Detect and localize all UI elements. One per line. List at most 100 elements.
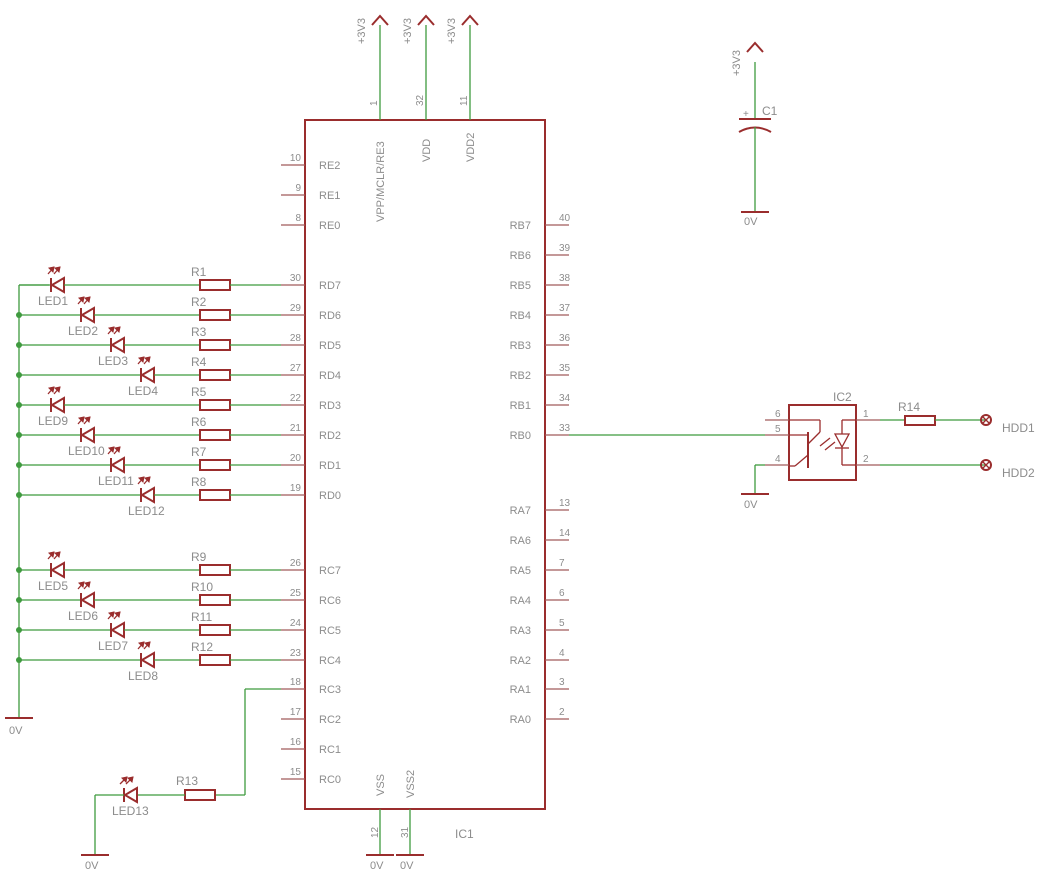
resistor-r13[interactable] — [184, 789, 216, 801]
capacitor-c1[interactable]: +3V3 + C1 0V — [731, 41, 778, 228]
led13-diode[interactable] — [119, 776, 138, 804]
led-label: LED4 — [128, 384, 158, 398]
resistor-label: R12 — [191, 640, 213, 654]
led-diode-led10[interactable] — [77, 416, 95, 444]
pin-number: 23 — [290, 648, 302, 659]
resistor-r2[interactable] — [199, 309, 231, 321]
led-diode-led5[interactable] — [47, 551, 65, 579]
resistor-r5[interactable] — [199, 399, 231, 411]
led-diode-led9[interactable] — [47, 386, 65, 414]
resistor-r12[interactable] — [199, 654, 231, 666]
junction-dot — [16, 627, 22, 633]
led-diode-led4[interactable] — [137, 356, 155, 384]
led-diode-led2[interactable] — [77, 296, 95, 324]
pin-number: 11 — [459, 95, 470, 106]
led-diode-led7[interactable] — [107, 611, 125, 639]
junction-dot — [16, 432, 22, 438]
pin-name: RB7 — [510, 220, 531, 232]
internal-led-icon — [833, 433, 851, 449]
ic2-name: IC2 — [833, 390, 852, 404]
led-diode-led3[interactable] — [107, 326, 125, 354]
resistor-r6[interactable] — [199, 429, 231, 441]
junction-dot — [16, 342, 22, 348]
resistor-r10[interactable] — [199, 594, 231, 606]
resistor-r14[interactable] — [904, 415, 936, 426]
pin-name: RC5 — [319, 625, 341, 637]
resistor-label: R4 — [191, 355, 207, 369]
led-diode-led1[interactable] — [47, 266, 65, 294]
supply-label: +3V3 — [446, 18, 458, 44]
optocoupler-ic2[interactable]: IC2 6 5 4 1 2 — [741, 390, 1035, 511]
pin-number: 5 — [559, 618, 565, 629]
resistor-r7[interactable] — [199, 459, 231, 471]
connector-hdd2[interactable]: HDD2 — [980, 459, 1035, 480]
resistor-r1[interactable] — [199, 279, 231, 291]
ic2-pin1: 1 — [863, 409, 869, 420]
supply-arrow-icon — [461, 14, 479, 26]
led-diode-led12[interactable] — [137, 476, 155, 504]
pin-name: RE2 — [319, 160, 340, 172]
led-diode-led8[interactable] — [137, 641, 155, 669]
resistor-r3[interactable] — [199, 339, 231, 351]
resistor-r4[interactable] — [199, 369, 231, 381]
pin-number: 33 — [559, 423, 571, 434]
led-diode-led11[interactable] — [107, 446, 125, 474]
connector-hdd1[interactable]: HDD1 — [980, 414, 1035, 435]
ic2-pin2: 2 — [863, 454, 869, 465]
pin-name: RD7 — [319, 280, 341, 292]
led-diode-led6[interactable] — [77, 581, 95, 609]
resistor-r9[interactable] — [199, 564, 231, 576]
pin-number: 6 — [559, 588, 565, 599]
led-label: LED12 — [128, 504, 165, 518]
resistor-r11[interactable] — [199, 624, 231, 636]
pin-number: 2 — [559, 707, 565, 718]
resistor-r8[interactable] — [199, 489, 231, 501]
pin-name: RD0 — [319, 490, 341, 502]
ic2-pin6: 6 — [775, 409, 781, 420]
